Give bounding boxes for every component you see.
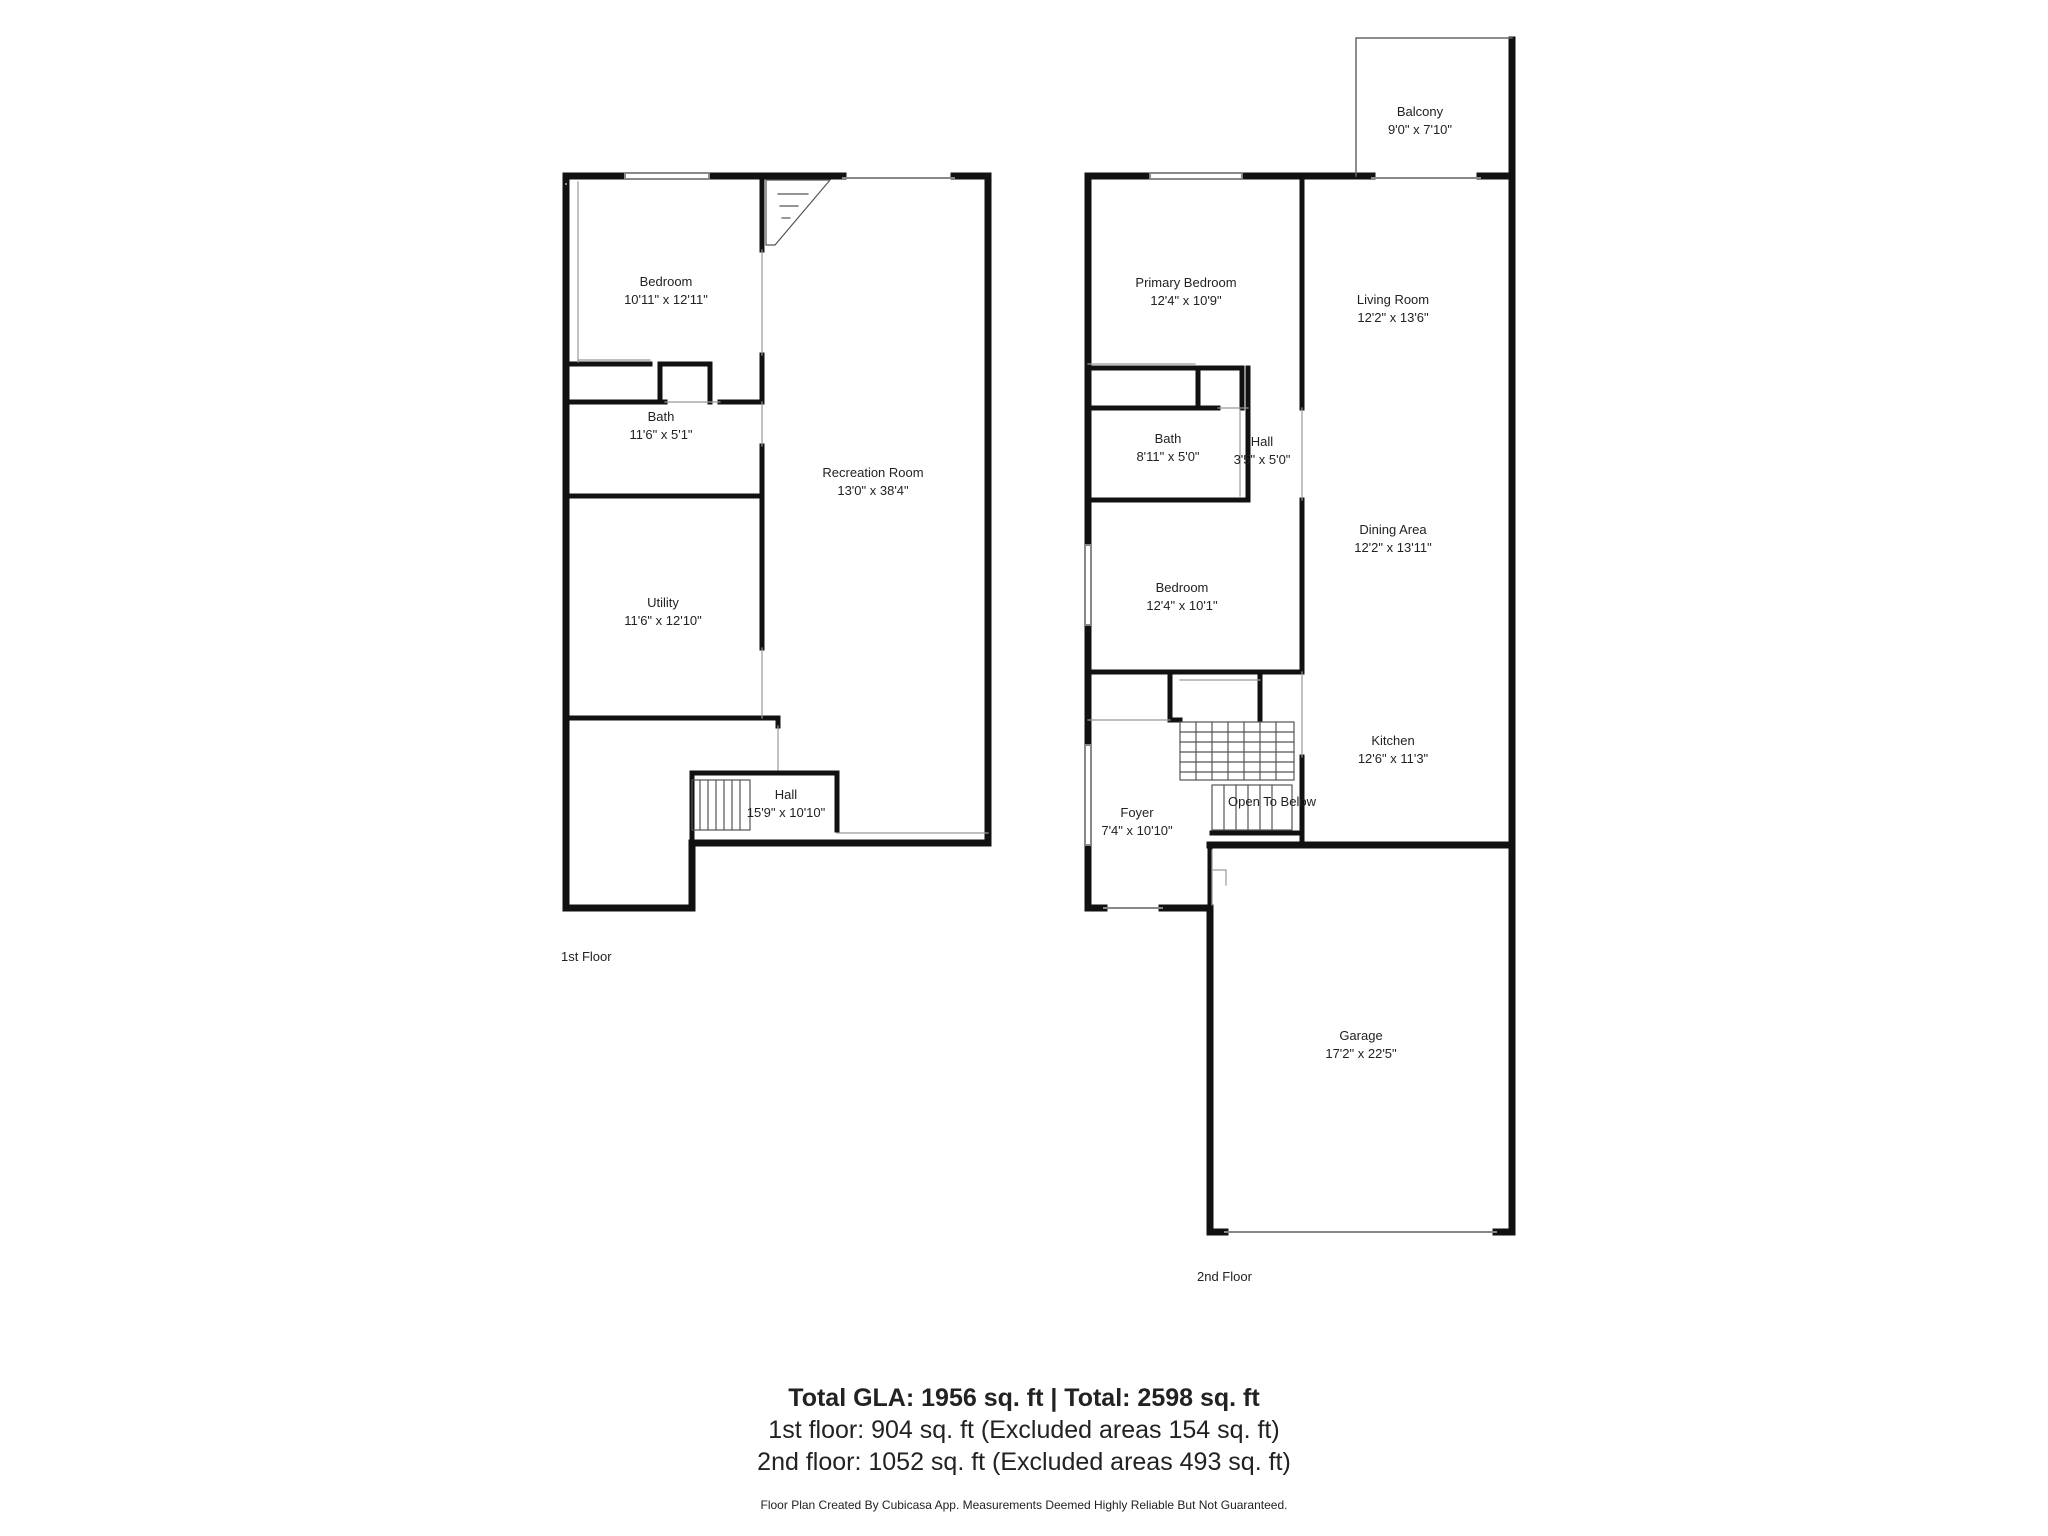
room-dim-balcony: 9'0" x 7'10" bbox=[1388, 122, 1452, 137]
label-open-to-below: Open To Below bbox=[1228, 794, 1317, 809]
room-dim-foyer: 7'4" x 10'10" bbox=[1101, 823, 1173, 838]
room-name-bedroom-2f: Bedroom bbox=[1156, 580, 1209, 595]
first-floor-hall-stairs bbox=[691, 779, 751, 831]
room-name-kitchen: Kitchen bbox=[1371, 733, 1414, 748]
room-name-bath-2f: Bath bbox=[1155, 431, 1182, 446]
floor-label-2nd: 2nd Floor bbox=[1197, 1269, 1253, 1284]
room-name-bath-1f: Bath bbox=[648, 409, 675, 424]
room-name-foyer: Foyer bbox=[1120, 805, 1154, 820]
second-floor-windows bbox=[1084, 172, 1497, 1233]
first-floor-door-swings bbox=[577, 181, 989, 834]
room-name-hall-2f: Hall bbox=[1251, 434, 1274, 449]
room-dim-primary-bedroom: 12'4" x 10'9" bbox=[1150, 293, 1222, 308]
room-dim-bedroom-2f: 12'4" x 10'1" bbox=[1146, 598, 1218, 613]
room-dim-kitchen: 12'6" x 11'3" bbox=[1358, 751, 1429, 766]
balcony-outline bbox=[1355, 37, 1513, 177]
first-floor-labels: Bedroom 10'11" x 12'11" Bath 11'6" x 5'1… bbox=[561, 274, 924, 964]
room-name-garage: Garage bbox=[1339, 1028, 1382, 1043]
second-floor-door-swings bbox=[1087, 363, 1303, 906]
second-floor-stairs bbox=[1179, 721, 1295, 831]
second-floor-plan bbox=[1084, 36, 1516, 1236]
room-dim-bedroom-1f: 10'11" x 12'11" bbox=[624, 292, 708, 307]
room-dim-hall-1f: 15'9" x 10'10" bbox=[747, 805, 826, 820]
first-floor-interior-walls bbox=[563, 173, 840, 846]
summary-floor1: 1st floor: 904 sq. ft (Excluded areas 15… bbox=[768, 1416, 1280, 1444]
second-floor-interior-walls bbox=[1085, 173, 1305, 911]
summary-floor2: 2nd floor: 1052 sq. ft (Excluded areas 4… bbox=[757, 1448, 1291, 1476]
floor-label-1st: 1st Floor bbox=[561, 949, 612, 964]
room-name-hall-1f: Hall bbox=[775, 787, 798, 802]
room-dim-recreation-room: 13'0" x 38'4" bbox=[837, 483, 909, 498]
room-dim-utility: 11'6" x 12'10" bbox=[624, 613, 702, 628]
disclaimer: Floor Plan Created By Cubicasa App. Meas… bbox=[760, 1498, 1288, 1512]
room-name-primary-bedroom: Primary Bedroom bbox=[1135, 275, 1236, 290]
first-floor-plan bbox=[562, 172, 992, 912]
room-name-dining-area: Dining Area bbox=[1359, 522, 1427, 537]
second-floor-labels: Balcony 9'0" x 7'10" Primary Bedroom 12'… bbox=[1101, 104, 1452, 1284]
room-name-living-room: Living Room bbox=[1357, 292, 1429, 307]
first-floor-stair-corner bbox=[765, 179, 832, 246]
room-name-balcony: Balcony bbox=[1397, 104, 1444, 119]
room-name-recreation-room: Recreation Room bbox=[822, 465, 923, 480]
room-dim-dining-area: 12'2" x 13'11" bbox=[1354, 540, 1432, 555]
room-name-bedroom-1f: Bedroom bbox=[640, 274, 693, 289]
room-dim-bath-1f: 11'6" x 5'1" bbox=[629, 427, 692, 442]
first-floor-windows bbox=[565, 172, 955, 185]
room-name-utility: Utility bbox=[647, 595, 679, 610]
second-floor-exterior-walls bbox=[1084, 36, 1516, 1236]
room-dim-hall-2f: 3'5" x 5'0" bbox=[1234, 452, 1291, 467]
room-dim-bath-2f: 8'11" x 5'0" bbox=[1136, 449, 1199, 464]
room-dim-garage: 17'2" x 22'5" bbox=[1325, 1046, 1397, 1061]
summary-total: Total GLA: 1956 sq. ft | Total: 2598 sq.… bbox=[788, 1384, 1260, 1412]
room-dim-living-room: 12'2" x 13'6" bbox=[1357, 310, 1429, 325]
